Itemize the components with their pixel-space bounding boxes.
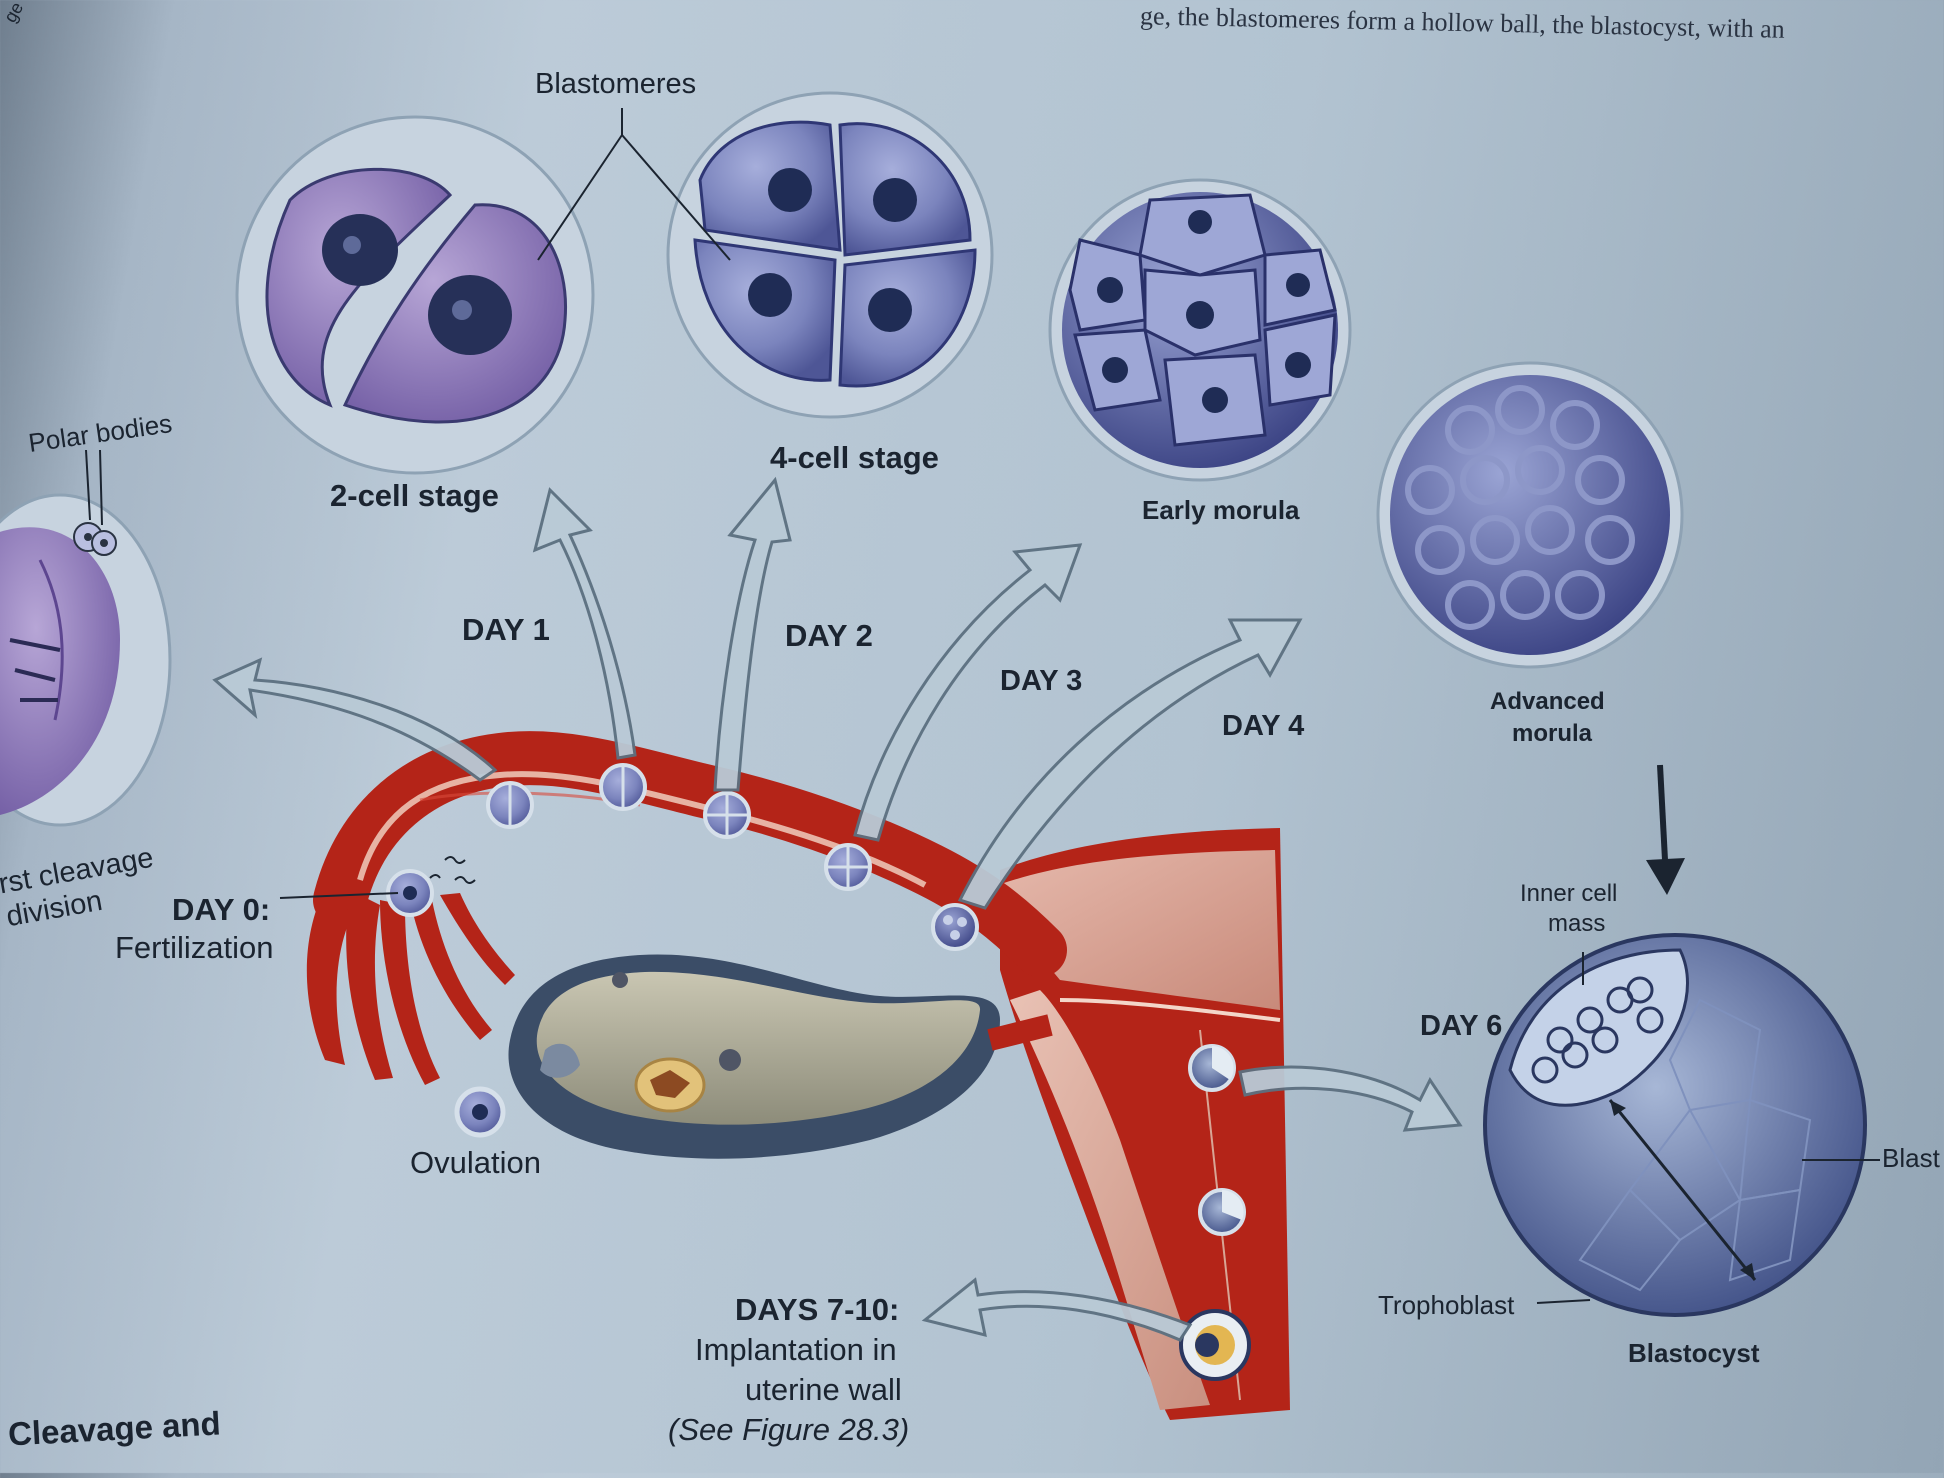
label-day-2: DAY 2: [785, 618, 873, 653]
four-cell-stage: [666, 91, 994, 419]
label-fertilization: Fertilization: [115, 930, 274, 965]
ovary: [508, 954, 1053, 1159]
leader-lines: [279, 108, 1880, 1304]
label-advanced-morula-2: morula: [1512, 720, 1593, 747]
label-day-0: DAY 0:: [172, 892, 271, 927]
label-2-cell-stage: 2-cell stage: [330, 478, 499, 513]
first-cleavage-cell: [0, 449, 172, 827]
label-day-3: DAY 3: [1000, 665, 1083, 697]
blastocyst: [1483, 933, 1867, 1317]
label-ovulation: Ovulation: [410, 1145, 541, 1180]
label-blastocyst: Blastocyst: [1628, 1338, 1760, 1368]
label-inner-cell-mass-1: Inner cell: [1520, 880, 1618, 907]
label-4-cell-stage: 4-cell stage: [770, 440, 939, 475]
label-trophoblast: Trophoblast: [1378, 1290, 1515, 1320]
label-early-morula: Early morula: [1142, 495, 1300, 525]
label-uterine-wall: uterine wall: [745, 1372, 902, 1407]
two-cell-stage: [235, 115, 595, 475]
label-see-figure: (See Figure 28.3): [668, 1412, 910, 1447]
label-blastocyst-cavity: Blast: [1882, 1143, 1940, 1173]
early-morula: [1048, 178, 1352, 482]
uterus: [985, 828, 1290, 1420]
label-blastomeres: Blastomeres: [535, 68, 697, 100]
advanced-morula: [1376, 361, 1684, 669]
label-day-4: DAY 4: [1222, 710, 1305, 742]
label-day-6: DAY 6: [1420, 1010, 1503, 1042]
arrows: [212, 476, 1463, 1342]
label-advanced-morula-1: Advanced: [1490, 688, 1605, 715]
label-day-1: DAY 1: [462, 612, 550, 647]
tube-embryos: [386, 763, 1251, 1381]
label-days-7-10: DAYS 7-10:: [735, 1292, 900, 1327]
fimbriae: [306, 880, 515, 1085]
morula-to-blastocyst-arrow: [1657, 764, 1668, 861]
label-inner-cell-mass-2: mass: [1548, 910, 1606, 937]
label-implantation: Implantation in: [695, 1332, 897, 1367]
